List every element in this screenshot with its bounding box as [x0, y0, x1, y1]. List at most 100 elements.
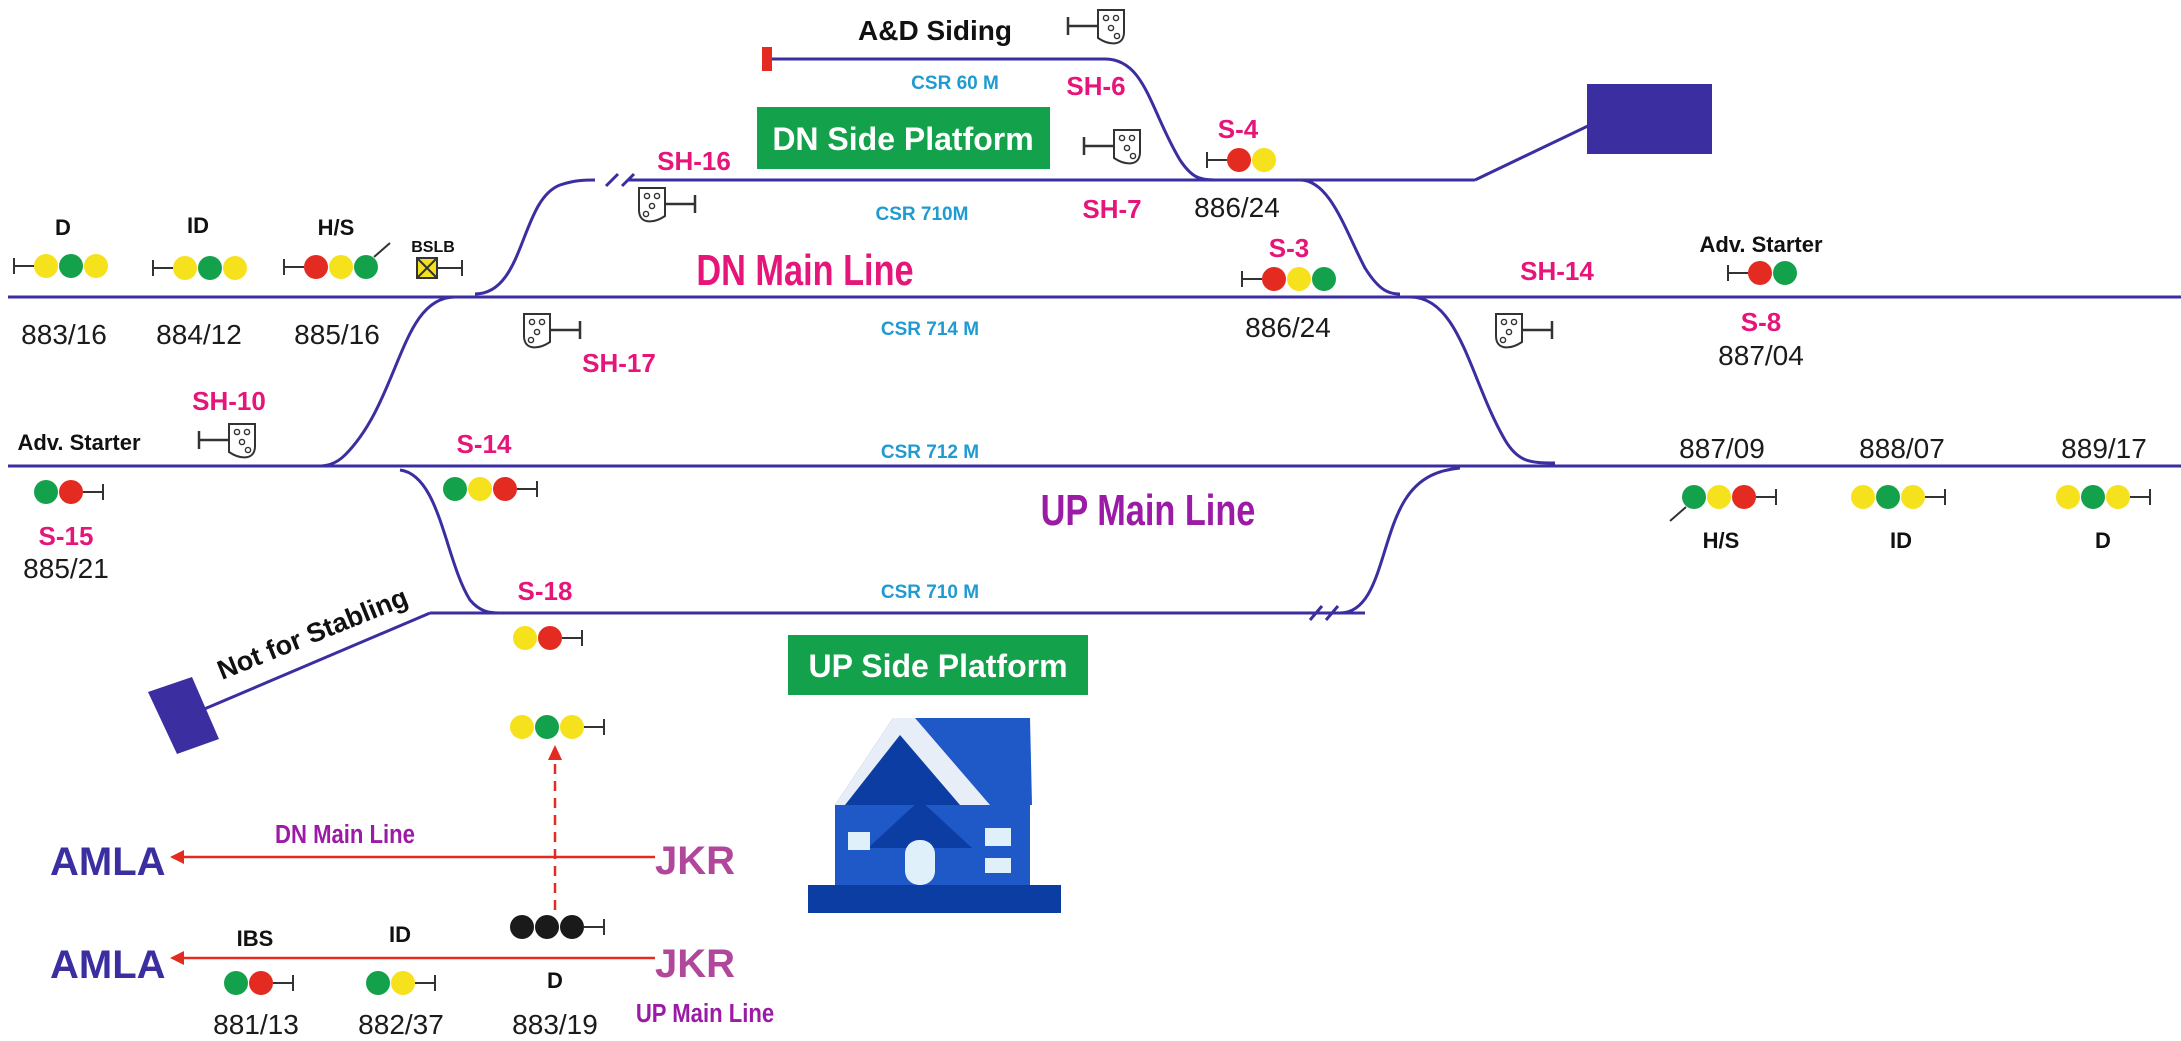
up-side-platform — [788, 635, 1088, 695]
signal-s-15-lamp-1 — [59, 480, 83, 504]
legend-dn-arrowhead-icon — [170, 850, 184, 864]
up-side-platform-label: UP Side Platform — [808, 648, 1067, 684]
s-18-label: S-18 — [518, 576, 573, 606]
dn-approach-hs-signal-lamp-1 — [329, 255, 353, 279]
up-approach-1-label: ID — [1890, 528, 1912, 553]
up-loop-left-turnout — [399, 468, 501, 615]
dn-approach-d-signal-lamp-0 — [34, 254, 58, 278]
dn-approach-id-signal — [152, 256, 247, 280]
shunt-sh-17-icon — [523, 313, 582, 349]
csr-siding: CSR 60 M — [911, 73, 999, 94]
signal-s-4-lamp-1 — [1252, 148, 1276, 172]
colour-light-signals — [13, 148, 2151, 995]
signal-s-14-lamp-0 — [443, 477, 467, 501]
up-approach-0-km: 887/09 — [1679, 433, 1765, 464]
legend-signal-1-label: ID — [389, 922, 411, 947]
legend-aspect-signal — [510, 715, 605, 739]
up-loop-break-mark-1 — [1308, 605, 1324, 621]
legend-ibs-signal-lamp-0 — [224, 971, 248, 995]
signal-s-14-lamp-2 — [493, 477, 517, 501]
legend-aspect-signal-lamp-2 — [560, 715, 584, 739]
legend-signal-0-label: IBS — [237, 926, 274, 951]
s-15-label: S-15 — [39, 521, 94, 551]
s-8-label: S-8 — [1741, 307, 1781, 337]
stabling-siding-block — [148, 677, 219, 754]
dn-main-line-title: DN Main Line — [696, 246, 913, 295]
sh-14-label: SH-14 — [1520, 256, 1594, 286]
signal-s-18-lamp-0 — [513, 626, 537, 650]
legend-dn-line-label: DN Main Line — [275, 820, 415, 849]
signal-s-18-lamp-1 — [538, 626, 562, 650]
s-4-km: 886/24 — [1194, 192, 1280, 223]
shunt-sh-16-icon — [638, 187, 697, 223]
dn-approach-d-signal-lamp-1 — [59, 254, 83, 278]
legend-station-j-bottom: JKR — [655, 942, 735, 986]
dn-loop-break-mark-1 — [604, 172, 620, 188]
dn-approach-hs-signal-lamp-2 — [354, 255, 378, 279]
up-main-line-title: UP Main Line — [1041, 486, 1256, 535]
station-building-icon — [808, 718, 1061, 913]
legend-id-signal — [366, 971, 436, 995]
sh-7-label: SH-7 — [1082, 194, 1141, 224]
ad-siding-title: A&D Siding — [858, 15, 1012, 46]
s-3-label: S-3 — [1269, 233, 1309, 263]
dn-loop-siding-block — [1587, 84, 1712, 154]
up-approach-2-label: D — [2095, 528, 2111, 553]
legend-signal-0-km: 881/13 — [213, 1009, 299, 1040]
shunt-sh-7-icon — [1082, 129, 1141, 165]
signal-s-4 — [1206, 148, 1276, 172]
s-14-label: S-14 — [457, 429, 512, 459]
up-loop-break-mark-2 — [1324, 605, 1340, 621]
signal-s-3-lamp-0 — [1262, 267, 1286, 291]
legend-d-signal-lamp-0 — [510, 915, 534, 939]
track-network — [8, 47, 2181, 754]
up-approach-id-signal — [1851, 485, 1946, 509]
ad-siding-buffer — [762, 47, 772, 71]
signal-s-3 — [1241, 267, 1336, 291]
shunt-sh-6-icon — [1066, 9, 1125, 45]
legend-station-a-bottom: AMLA — [50, 943, 166, 987]
bslb-label: BSLB — [411, 239, 455, 256]
signal-s-8-lamp-1 — [1773, 261, 1797, 285]
up-approach-d-signal-lamp-0 — [2056, 485, 2080, 509]
signal-s-8 — [1727, 261, 1797, 285]
up-loop-right-turnout — [1339, 466, 1461, 615]
shunt-sh-14-icon — [1495, 313, 1554, 349]
ad-siding-curve — [1104, 57, 1216, 182]
legend-station-a-top: AMLA — [50, 840, 166, 884]
route-legend: AMLA JKR DN Main Line AMLA JKR UP Main L… — [50, 745, 774, 1040]
signal-s-3-lamp-2 — [1312, 267, 1336, 291]
legend-id-signal-lamp-1 — [391, 971, 415, 995]
dn-approach-1-km: 884/12 — [156, 319, 242, 350]
up-approach-id-signal-lamp-1 — [1876, 485, 1900, 509]
up-approach-0-label: H/S — [1703, 528, 1740, 553]
legend-ibs-signal — [224, 971, 294, 995]
s-8-type-label: Adv. Starter — [1699, 232, 1823, 257]
sh-6-label: SH-6 — [1066, 71, 1125, 101]
dn-approach-2-label: H/S — [318, 215, 355, 240]
crossover-right — [1409, 295, 1556, 465]
up-approach-hs-signal-lamp-1 — [1707, 485, 1731, 509]
dn-side-platform-label: DN Side Platform — [772, 121, 1033, 157]
legend-up-arrowhead-icon — [170, 951, 184, 965]
legend-signal-2-km: 883/19 — [512, 1009, 598, 1040]
signal-s-3-lamp-1 — [1287, 267, 1311, 291]
dn-approach-d-signal — [13, 254, 108, 278]
signal-s-15 — [34, 480, 104, 504]
dn-approach-0-km: 883/16 — [21, 319, 107, 350]
dn-approach-id-signal-lamp-1 — [198, 256, 222, 280]
legend-d-signal — [510, 915, 605, 939]
s-8-km: 887/04 — [1718, 340, 1804, 371]
dn-loop-break-mark-2 — [620, 172, 636, 188]
dn-approach-2-km: 885/16 — [294, 319, 380, 350]
up-approach-2-km: 889/17 — [2061, 433, 2147, 464]
sh-10-label: SH-10 — [192, 386, 266, 416]
legend-station-j-top: JKR — [655, 839, 735, 883]
shunt-sh-10-icon — [197, 423, 256, 459]
dn-approach-1-label: ID — [187, 213, 209, 238]
dn-approach-hs-signal — [283, 242, 391, 279]
legend-signal-1-km: 882/37 — [358, 1009, 444, 1040]
legend-d-signal-lamp-2 — [560, 915, 584, 939]
legend-aspect-signal-lamp-1 — [535, 715, 559, 739]
